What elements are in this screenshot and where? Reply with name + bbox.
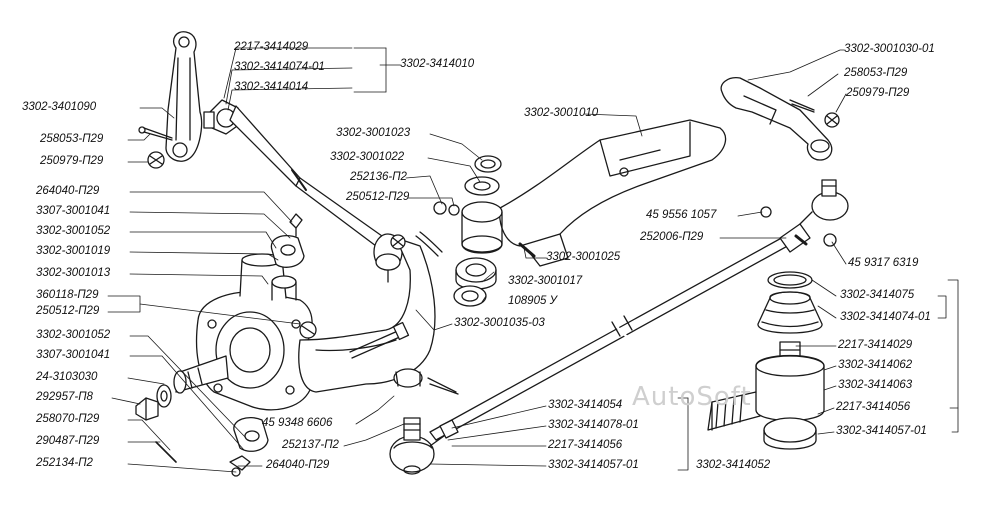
part-label-290487-p29[interactable]: 290487-П29 (36, 435, 100, 447)
part-label-3302-3414052[interactable]: 3302-3414052 (696, 459, 771, 471)
part-label-250512-p29-left[interactable]: 250512-П29 (36, 305, 100, 317)
part-label-2217-3414029-right[interactable]: 2217-3414029 (838, 339, 913, 351)
part-label-3302-3001035-03[interactable]: 3302-3001035-03 (454, 317, 545, 329)
part-label-3302-3001013[interactable]: 3302-3001013 (36, 267, 111, 279)
leader-lines (107, 47, 959, 473)
part-label-24-3103030[interactable]: 24-3103030 (36, 371, 98, 383)
part-label-252134-p2[interactable]: 252134-П2 (36, 457, 93, 469)
part-label-3302-3001023[interactable]: 3302-3001023 (336, 127, 411, 139)
part-label-45-9317-6319[interactable]: 45 9317 6319 (848, 257, 919, 269)
part-label-3302-3401090[interactable]: 3302-3401090 (22, 101, 97, 113)
part-label-264040-p29-bottom[interactable]: 264040-П29 (266, 459, 330, 471)
part-label-3302-3414063[interactable]: 3302-3414063 (838, 379, 913, 391)
part-label-3302-3001017[interactable]: 3302-3001017 (508, 275, 583, 287)
part-label-250979-p29-left[interactable]: 250979-П29 (40, 155, 104, 167)
pitman-arm (165, 31, 203, 162)
tie-rod (429, 223, 811, 441)
cotter-pin-left (138, 126, 173, 141)
part-label-264040-p29-top[interactable]: 264040-П29 (36, 185, 100, 197)
steering-knuckle (173, 253, 313, 411)
part-label-108905-u[interactable]: 108905 У (508, 295, 557, 307)
part-label-3302-3414010[interactable]: 3302-3414010 (400, 58, 475, 70)
part-label-252137-p2[interactable]: 252137-П2 (282, 439, 339, 451)
part-label-3307-3001041-bottom[interactable]: 3307-3001041 (36, 349, 111, 361)
part-label-3307-3001041-top[interactable]: 3307-3001041 (36, 205, 111, 217)
part-label-3302-3414078-01[interactable]: 3302-3414078-01 (548, 419, 639, 431)
part-label-3302-3414014[interactable]: 3302-3414014 (234, 81, 309, 93)
part-label-3302-3001010[interactable]: 3302-3001010 (524, 107, 599, 119)
castle-nut-left (147, 151, 165, 169)
part-label-292957-p8[interactable]: 292957-П8 (36, 391, 93, 403)
part-label-258053-p29-left[interactable]: 258053-П29 (40, 133, 104, 145)
part-label-3302-3001030-01[interactable]: 3302-3001030-01 (844, 43, 935, 55)
part-label-3302-3414074-01-right[interactable]: 3302-3414074-01 (840, 311, 931, 323)
part-label-252006-p29[interactable]: 252006-П29 (640, 231, 704, 243)
part-label-250512-p29-center[interactable]: 250512-П29 (346, 191, 410, 203)
watermark: AutoSoft (632, 382, 752, 412)
ball-joint-exploded (707, 271, 825, 450)
part-label-258053-p29-right[interactable]: 258053-П29 (844, 67, 908, 79)
part-label-3302-3001019[interactable]: 3302-3001019 (36, 245, 111, 257)
beam-bracket (461, 119, 727, 267)
part-label-258070-p29[interactable]: 258070-П29 (36, 413, 100, 425)
part-label-252136-p2[interactable]: 252136-П2 (350, 171, 407, 183)
part-label-3302-3001052-bottom[interactable]: 3302-3001052 (36, 329, 111, 341)
drag-link (203, 99, 403, 283)
upper-bracket (270, 213, 305, 268)
tie-rod-end-right (760, 179, 849, 247)
part-label-3302-3001052-top[interactable]: 3302-3001052 (36, 225, 111, 237)
part-label-3302-3001025[interactable]: 3302-3001025 (546, 251, 621, 263)
part-label-3302-3414075[interactable]: 3302-3414075 (840, 289, 915, 301)
spindle-fasteners (135, 384, 177, 463)
part-label-3302-3414062[interactable]: 3302-3414062 (838, 359, 913, 371)
right-steering-arm (720, 77, 840, 161)
part-label-360118-p29[interactable]: 360118-П29 (36, 289, 99, 301)
part-label-2217-3414029[interactable]: 2217-3414029 (234, 41, 309, 53)
part-label-45-9348-6606[interactable]: 45 9348 6606 (262, 417, 333, 429)
part-label-3302-3414057-01-right[interactable]: 3302-3414057-01 (836, 425, 927, 437)
tie-rod-end-left (389, 417, 445, 475)
part-label-2217-3414056-center[interactable]: 2217-3414056 (548, 439, 623, 451)
part-label-3302-3414054[interactable]: 3302-3414054 (548, 399, 623, 411)
part-label-45-9556-1057[interactable]: 45 9556 1057 (646, 209, 717, 221)
part-label-250979-p29-right[interactable]: 250979-П29 (846, 87, 910, 99)
part-label-3302-3414057-01-center[interactable]: 3302-3414057-01 (548, 459, 639, 471)
part-label-2217-3414056-right[interactable]: 2217-3414056 (836, 401, 911, 413)
part-label-3302-3414074-01[interactable]: 3302-3414074-01 (234, 61, 325, 73)
lower-bracket (229, 416, 269, 477)
part-label-3302-3001022[interactable]: 3302-3001022 (330, 151, 405, 163)
steering-arm-bipod (298, 237, 459, 395)
center-small-nuts (390, 231, 443, 257)
